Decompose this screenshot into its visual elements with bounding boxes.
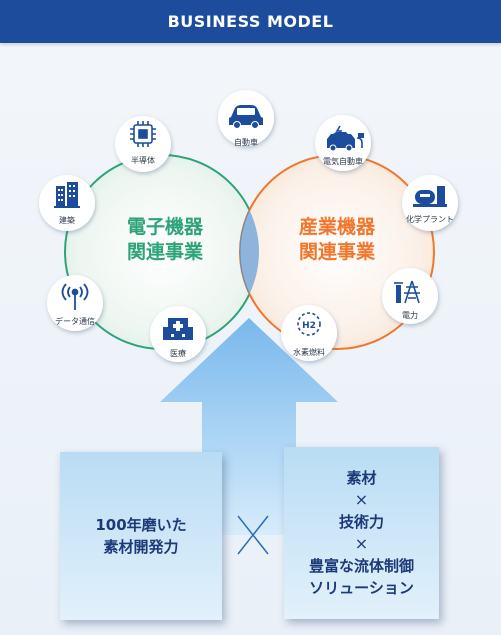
power-label: 電力 xyxy=(402,310,418,320)
h2-mark: H2 xyxy=(302,321,316,331)
automobile-node: 自動車 xyxy=(218,90,274,147)
construction-label: 建築 xyxy=(59,215,75,225)
multiply-mark xyxy=(237,515,269,555)
medical-label: 医療 xyxy=(170,348,186,358)
box-left-line-2: 素材開発力 xyxy=(103,538,179,556)
material-development-box: 100年磨いた 素材開発力 xyxy=(60,452,222,620)
semiconductor-node: 半導体 xyxy=(115,116,171,172)
power-node: 電力 xyxy=(382,268,438,324)
power-tower-icon xyxy=(394,280,420,304)
automobile-label: 自動車 xyxy=(234,137,258,147)
hydrogen-label: 水素燃料 xyxy=(293,347,325,357)
building-icon xyxy=(54,182,80,208)
hydrogen-node: H2 水素燃料 xyxy=(281,305,337,361)
medical-node: 医療 xyxy=(150,306,206,362)
ev-label: 電気自動車 xyxy=(323,156,363,166)
antenna-icon xyxy=(61,283,89,310)
chemical-plant-node: 化学プラント xyxy=(402,175,458,231)
overlap-region xyxy=(239,155,259,349)
box-left-line-1: 100年磨いた xyxy=(95,516,187,534)
electronics-label-1: 電子機器 xyxy=(127,215,204,238)
industrial-label-1: 産業機器 xyxy=(299,215,376,238)
electronics-label-2: 関連事業 xyxy=(127,240,204,263)
hospital-icon xyxy=(163,318,193,340)
chemical-plant-label: 化学プラント xyxy=(406,214,454,224)
chip-icon xyxy=(130,121,156,147)
section-header: BUSINESS MODEL xyxy=(0,0,501,43)
box-right-times-1: × xyxy=(354,490,369,509)
industrial-label-2: 関連事業 xyxy=(299,240,376,263)
semiconductor-label: 半導体 xyxy=(131,155,155,165)
solutions-box: 素材 × 技術力 × 豊富な流体制御 ソリューション xyxy=(284,447,439,619)
factory-icon xyxy=(413,186,447,207)
box-right-times-2: × xyxy=(354,534,369,553)
box-right-line-2: 技術力 xyxy=(338,513,384,531)
car-icon xyxy=(229,105,263,129)
data-comm-node: データ通信 xyxy=(47,275,103,331)
box-right-line-3: 豊富な流体制御 xyxy=(308,557,414,575)
ev-node: 電気自動車 xyxy=(315,115,371,171)
box-right-line-4: ソリューション xyxy=(309,579,414,597)
construction-node: 建築 xyxy=(39,175,95,231)
data-comm-label: データ通信 xyxy=(55,316,95,326)
h2-icon: H2 xyxy=(297,312,321,336)
ev-car-icon xyxy=(327,125,364,152)
header-title: BUSINESS MODEL xyxy=(167,12,334,31)
box-right-line-1: 素材 xyxy=(346,469,377,487)
